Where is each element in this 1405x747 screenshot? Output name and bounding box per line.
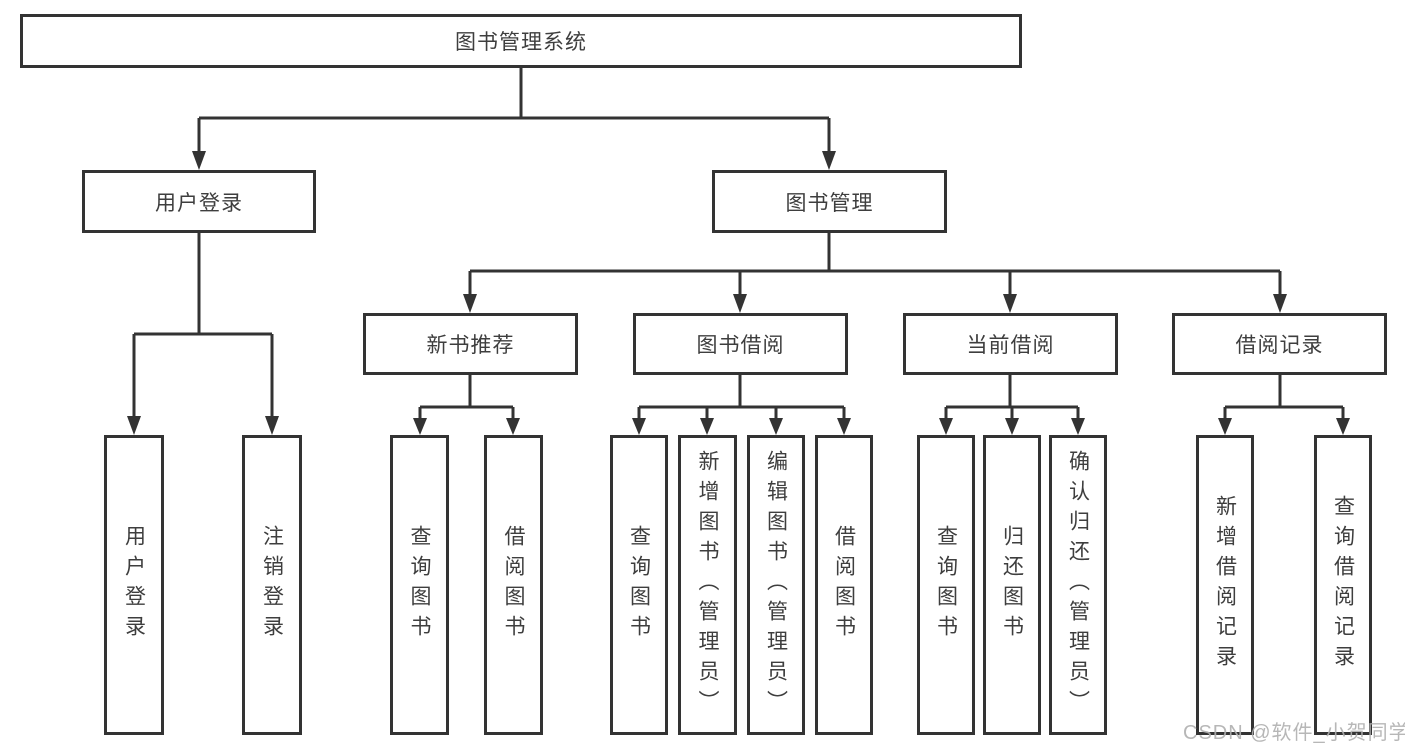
leaf-query-books-recommend-label: 查询图书 bbox=[408, 525, 431, 645]
leaf-query-books-current-label: 查询图书 bbox=[934, 525, 958, 645]
node-new-book-recommend-label: 新书推荐 bbox=[426, 334, 515, 357]
leaf-logout: 注销登录 bbox=[242, 435, 302, 735]
leaf-query-borrow-record-label: 查询借阅记录 bbox=[1331, 495, 1355, 675]
leaf-edit-book-admin: 编辑图书（管理员） bbox=[747, 435, 805, 735]
leaf-query-books-borrowing: 查询图书 bbox=[610, 435, 668, 735]
leaf-query-borrow-record: 查询借阅记录 bbox=[1314, 435, 1372, 735]
leaf-return-book-label: 归还图书 bbox=[1000, 525, 1024, 645]
node-book-management-label: 图书管理 bbox=[785, 191, 874, 215]
leaf-edit-book-admin-label: 编辑图书（管理员） bbox=[764, 450, 788, 720]
leaf-borrow-books-recommend-label: 借阅图书 bbox=[502, 525, 525, 645]
leaf-confirm-return-admin: 确认归还（管理员） bbox=[1049, 435, 1107, 735]
node-borrowing-records-label: 借阅记录 bbox=[1235, 334, 1324, 357]
leaf-add-borrow-record: 新增借阅记录 bbox=[1196, 435, 1254, 735]
connector-level3-to-leaves bbox=[413, 375, 1350, 435]
leaf-query-books-current: 查询图书 bbox=[917, 435, 975, 735]
node-book-borrowing-label: 图书借阅 bbox=[696, 334, 785, 357]
leaf-confirm-return-admin-label: 确认归还（管理员） bbox=[1066, 450, 1090, 720]
node-user-login-label: 用户登录 bbox=[155, 191, 243, 215]
leaf-logout-label: 注销登录 bbox=[260, 525, 284, 645]
node-root-system: 图书管理系统 bbox=[20, 14, 1022, 68]
leaf-borrow-books-borrowing: 借阅图书 bbox=[815, 435, 873, 735]
node-current-borrowing-label: 当前借阅 bbox=[966, 334, 1055, 357]
node-current-borrowing: 当前借阅 bbox=[903, 313, 1118, 375]
leaf-add-borrow-record-label: 新增借阅记录 bbox=[1213, 495, 1237, 675]
leaf-user-login-label: 用户登录 bbox=[122, 525, 146, 645]
leaf-borrow-books-recommend: 借阅图书 bbox=[484, 435, 543, 735]
connector-book-mgmt-to-level3 bbox=[463, 232, 1287, 313]
leaf-return-book: 归还图书 bbox=[983, 435, 1041, 735]
node-book-management: 图书管理 bbox=[712, 170, 947, 233]
leaf-query-books-borrowing-label: 查询图书 bbox=[627, 525, 651, 645]
connector-user-login-to-children bbox=[127, 233, 279, 435]
node-new-book-recommend: 新书推荐 bbox=[363, 313, 578, 375]
leaf-add-book-admin: 新增图书（管理员） bbox=[678, 435, 737, 735]
node-borrowing-records: 借阅记录 bbox=[1172, 313, 1387, 375]
node-user-login: 用户登录 bbox=[82, 170, 316, 233]
leaf-user-login: 用户登录 bbox=[104, 435, 164, 735]
csdn-watermark: CSDN @软件_小贺同学 bbox=[1183, 722, 1405, 744]
leaf-query-books-recommend: 查询图书 bbox=[390, 435, 449, 735]
node-book-borrowing: 图书借阅 bbox=[633, 313, 848, 375]
node-root-system-label: 图书管理系统 bbox=[455, 31, 587, 54]
leaf-add-book-admin-label: 新增图书（管理员） bbox=[696, 450, 719, 720]
leaf-borrow-books-borrowing-label: 借阅图书 bbox=[832, 525, 856, 645]
connector-root-to-level2 bbox=[192, 68, 836, 170]
